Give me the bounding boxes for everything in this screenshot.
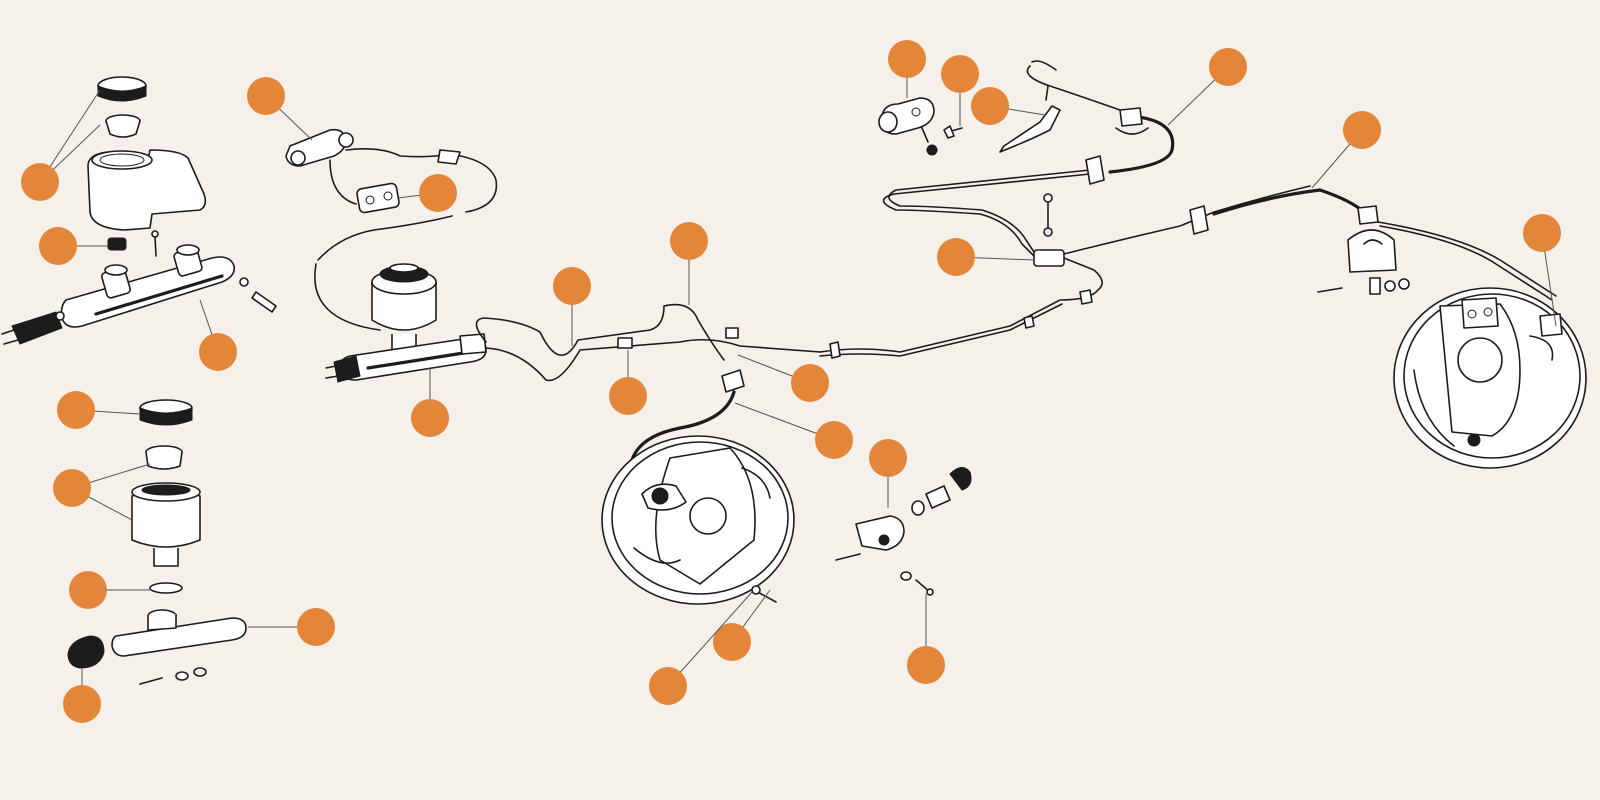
callout-slave-cyl[interactable]	[248, 608, 335, 646]
callout-pipe-b[interactable]	[670, 222, 708, 305]
callout-dot[interactable]	[199, 333, 237, 371]
callout-ring-b[interactable]	[69, 571, 152, 609]
reservoir-assembly-b	[67, 399, 247, 685]
reservoir-assembly-a	[1, 76, 277, 345]
callout-flex-hose[interactable]	[734, 402, 853, 459]
callout-bracket-a[interactable]	[737, 354, 829, 402]
callout-dot[interactable]	[937, 238, 975, 276]
callout-bleed-screw[interactable]	[713, 589, 771, 661]
callout-reservoir-set-a[interactable]	[21, 89, 101, 201]
callout-dot[interactable]	[1343, 111, 1381, 149]
callout-bolt-a[interactable]	[649, 591, 753, 705]
callout-dot[interactable]	[21, 163, 59, 201]
callout-dot[interactable]	[670, 222, 708, 260]
callout-rear-pipe[interactable]	[1523, 214, 1561, 327]
callout-screw-b[interactable]	[941, 55, 979, 126]
callout-dot[interactable]	[649, 667, 687, 705]
callout-dot[interactable]	[57, 391, 95, 429]
callout-master-cyl-a[interactable]	[199, 299, 237, 371]
callout-bolt-b[interactable]	[907, 594, 945, 684]
tandem-master-cylinder	[325, 263, 487, 383]
callout-dot[interactable]	[39, 227, 77, 265]
callout-hose-front-a[interactable]	[247, 77, 313, 141]
callout-layer	[21, 40, 1561, 723]
callout-dot[interactable]	[419, 174, 457, 212]
callout-dot[interactable]	[971, 87, 1009, 125]
callout-cap-seal[interactable]	[39, 227, 108, 265]
callout-axle-pipe[interactable]	[1311, 111, 1381, 189]
brake-line-network	[475, 155, 1311, 382]
callout-dot[interactable]	[713, 623, 751, 661]
callout-rear-hose[interactable]	[1167, 48, 1247, 126]
callout-tandem-master[interactable]	[411, 368, 449, 437]
callout-pipe-a[interactable]	[553, 267, 591, 346]
callout-dot[interactable]	[815, 421, 853, 459]
callout-dot[interactable]	[63, 685, 101, 723]
callout-dot[interactable]	[69, 571, 107, 609]
callout-connector-a[interactable]	[397, 174, 457, 212]
callout-wheel-cyl-b[interactable]	[888, 40, 926, 98]
callout-dot[interactable]	[247, 77, 285, 115]
callout-boot[interactable]	[63, 668, 101, 723]
callout-dot[interactable]	[553, 267, 591, 305]
callout-dot[interactable]	[609, 377, 647, 415]
callout-cap-b[interactable]	[57, 391, 141, 429]
callout-dot[interactable]	[297, 608, 335, 646]
callout-dot[interactable]	[791, 364, 829, 402]
callout-dot[interactable]	[888, 40, 926, 78]
callout-dot[interactable]	[941, 55, 979, 93]
front-backplate-assembly	[601, 369, 972, 605]
callout-reservoir-set-b[interactable]	[53, 463, 151, 521]
callout-clip-a[interactable]	[609, 350, 647, 415]
callout-wheel-cyl-a[interactable]	[869, 439, 907, 508]
callout-dot[interactable]	[1209, 48, 1247, 86]
front-hose-assembly	[285, 128, 498, 331]
callout-dot[interactable]	[1523, 214, 1561, 252]
callout-bracket-b[interactable]	[971, 87, 1046, 125]
callout-dot[interactable]	[907, 646, 945, 684]
callout-dot[interactable]	[869, 439, 907, 477]
callout-dot[interactable]	[411, 399, 449, 437]
rear-hose-assembly	[878, 60, 1175, 174]
callout-dot[interactable]	[53, 469, 91, 507]
leader-line	[667, 591, 753, 687]
rear-axle-assembly	[1212, 188, 1587, 469]
callout-three-way[interactable]	[937, 238, 1035, 276]
